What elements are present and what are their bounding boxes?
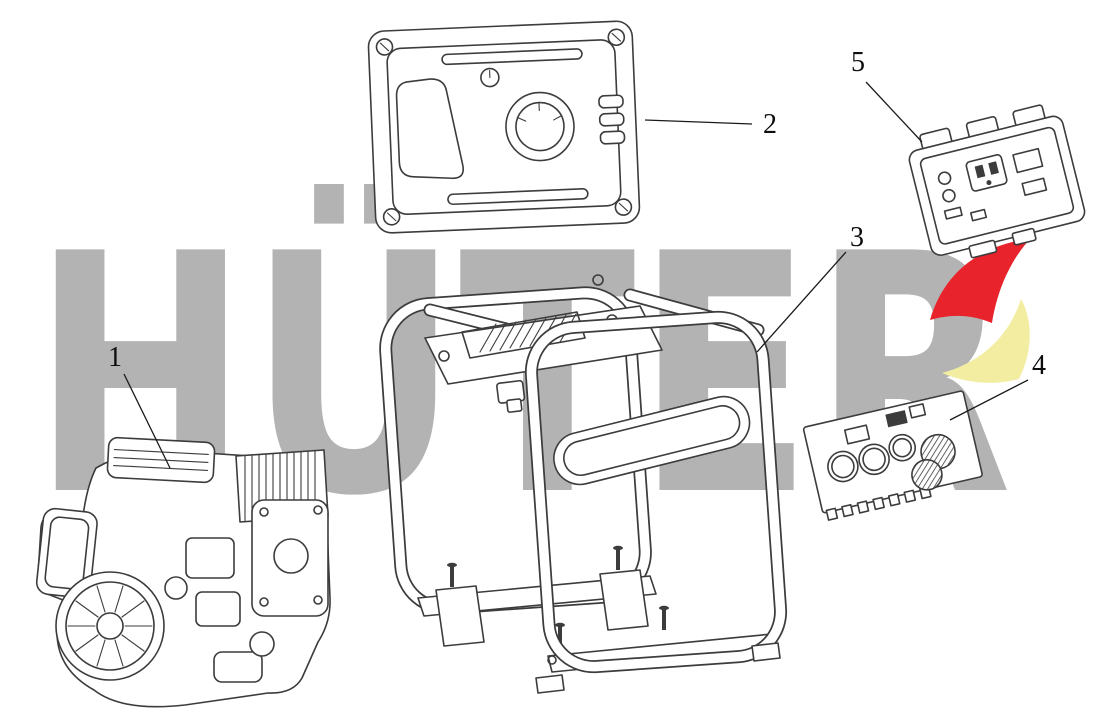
leader-line-3 xyxy=(756,251,847,353)
leader-line-1 xyxy=(123,373,171,469)
fuel-tank-body xyxy=(367,20,641,234)
fuel-tank-bottom-slot xyxy=(447,187,589,206)
panel-meter xyxy=(969,147,1048,222)
frame-front-loop xyxy=(524,310,788,674)
inverter-board-drawing xyxy=(802,390,983,521)
control-panel-drawing xyxy=(908,104,1086,259)
frame-handle-panel xyxy=(553,395,751,486)
frame-screw xyxy=(592,274,604,286)
fuel-tank-top-slot xyxy=(441,48,583,66)
carburetor-group xyxy=(164,537,275,683)
capacitors xyxy=(827,433,916,483)
part-label-3: 3 xyxy=(850,222,864,253)
panel-outlet xyxy=(965,154,1008,192)
leader-lines xyxy=(123,81,1029,469)
alternator-end-cover xyxy=(251,499,329,617)
engine-top-cover xyxy=(106,436,216,484)
engine-intake-box xyxy=(35,507,98,599)
fuel-tank-recess xyxy=(395,78,464,180)
fuel-cap xyxy=(505,91,575,162)
logo-swoosh-red xyxy=(930,239,1030,323)
engine-assembly-drawing xyxy=(35,436,331,708)
part-labels: 1 2 3 4 5 xyxy=(108,47,1046,381)
fuel-tank-side-ribs xyxy=(598,94,626,145)
panel-switches xyxy=(937,171,963,220)
cooling-fan xyxy=(55,571,165,681)
mounting-bolts xyxy=(447,545,669,647)
panel-bottom-connectors xyxy=(968,227,1037,259)
part-label-5: 5 xyxy=(851,47,865,78)
leader-line-4 xyxy=(949,379,1029,421)
fuel-tank-corner-screws xyxy=(375,28,633,226)
part-label-4: 4 xyxy=(1032,350,1046,381)
board-connectors xyxy=(843,403,927,445)
logo-swoosh-yellow xyxy=(942,299,1030,383)
part-label-1: 1 xyxy=(108,342,122,373)
frame-feet xyxy=(535,642,781,694)
frame-latch xyxy=(496,379,526,413)
leader-line-2 xyxy=(644,119,753,125)
frame-drawing xyxy=(379,274,788,694)
frame-bolt-hole xyxy=(547,655,557,665)
part-label-2: 2 xyxy=(763,109,777,140)
toroid-coils xyxy=(911,433,956,491)
leader-line-5 xyxy=(865,81,923,143)
fuel-gauge xyxy=(480,67,500,88)
panel-face xyxy=(919,126,1075,245)
fuel-tank-drawing xyxy=(367,20,641,234)
